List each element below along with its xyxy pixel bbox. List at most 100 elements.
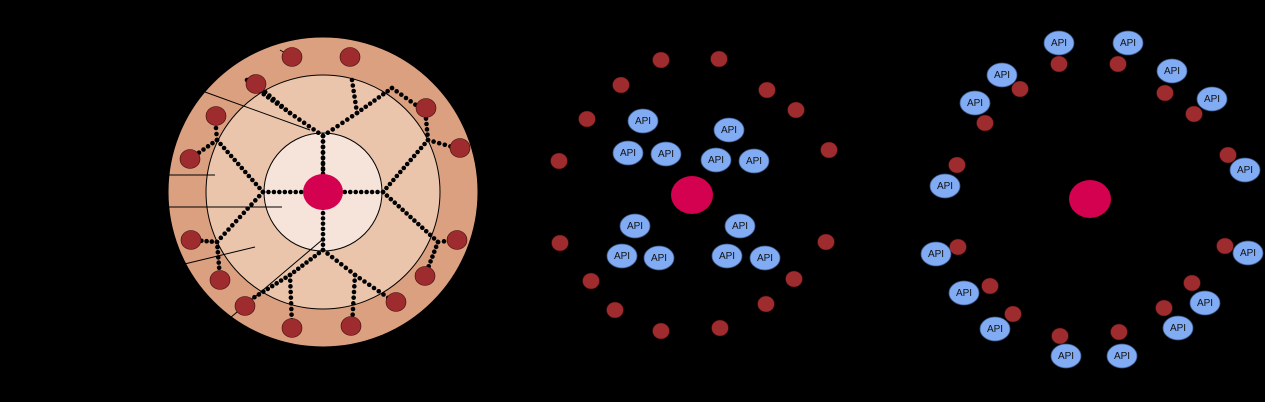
chain-bead <box>338 261 344 267</box>
api-particle: API <box>606 243 638 269</box>
chain-bead <box>260 189 266 195</box>
chain-bead <box>422 141 427 147</box>
api-particle: API <box>643 245 675 271</box>
chain-bead <box>201 147 206 152</box>
chain-bead <box>226 227 231 232</box>
api-particle-body <box>713 117 745 143</box>
api-label: API <box>1051 38 1067 49</box>
chain-bead <box>292 113 298 119</box>
chain-bead <box>392 200 398 206</box>
chain-bead <box>391 177 396 183</box>
api-label: API <box>994 70 1010 81</box>
terminal-group <box>1155 299 1173 317</box>
chain-bead <box>385 88 390 94</box>
terminal-group <box>652 51 670 69</box>
chain-bead <box>387 181 393 187</box>
chain-bead <box>320 221 326 226</box>
terminal-group <box>414 266 436 286</box>
terminal-group <box>550 152 568 170</box>
chain-bead <box>325 251 330 256</box>
api-particle: API <box>1050 343 1082 369</box>
chain-bead <box>253 198 258 203</box>
api-particle-body <box>1229 157 1261 183</box>
chain-bead <box>298 189 304 195</box>
terminal-group <box>234 296 256 316</box>
api-label: API <box>635 116 651 127</box>
api-label: API <box>719 251 735 262</box>
api-particle: API <box>920 241 952 267</box>
chain-bead <box>320 144 326 150</box>
chain-bead <box>306 123 312 129</box>
terminal-group <box>710 50 728 68</box>
api-particle: API <box>749 245 781 271</box>
chain-bead <box>218 141 223 147</box>
terminal-group <box>948 156 966 174</box>
terminal-group <box>1216 237 1234 255</box>
chain-bead <box>288 295 294 300</box>
chain-bead <box>320 133 326 139</box>
terminal-group <box>385 292 407 312</box>
api-label: API <box>987 324 1003 335</box>
chain-bead <box>308 257 313 262</box>
chain-bead <box>389 85 395 91</box>
chain-bead <box>291 269 297 275</box>
chain-bead <box>252 294 257 300</box>
api-particle: API <box>700 147 732 173</box>
chain-bead <box>320 155 326 160</box>
chain-bead <box>325 130 331 136</box>
chain-bead <box>352 272 358 278</box>
chain-bead <box>288 284 293 289</box>
chain-bead <box>436 140 442 146</box>
terminal-group <box>1050 55 1068 73</box>
chain-bead <box>304 260 309 265</box>
chain-bead <box>357 275 363 281</box>
chain-bead <box>301 120 307 126</box>
chain-bead <box>408 214 413 220</box>
chain-bead <box>401 165 407 171</box>
chain-bead <box>342 189 348 195</box>
terminal-group <box>179 149 201 169</box>
api-label: API <box>627 221 643 232</box>
surface-groups <box>550 50 838 340</box>
api-particle: API <box>1112 30 1144 56</box>
chain-bead <box>228 153 234 159</box>
chain-bead <box>350 312 355 317</box>
chain-bead <box>235 161 241 167</box>
api-label: API <box>757 253 773 264</box>
terminal-group <box>1156 84 1174 102</box>
chain-bead <box>289 306 294 312</box>
api-particle-body <box>749 245 781 271</box>
terminal-group <box>1185 105 1203 123</box>
api-particle: API <box>619 213 651 239</box>
terminal-group <box>711 319 729 337</box>
api-label: API <box>1240 248 1256 259</box>
chain-bead <box>320 149 326 155</box>
terminal-group <box>817 233 835 251</box>
chain-bead <box>350 306 356 312</box>
terminal-group <box>1110 323 1128 341</box>
api-label: API <box>937 181 953 192</box>
chain-bead <box>216 265 222 271</box>
api-particle: API <box>1162 315 1194 341</box>
chain-bead <box>380 189 386 195</box>
chain-bead <box>349 77 355 83</box>
terminal-group <box>446 230 468 250</box>
chain-bead <box>396 203 402 209</box>
chain-bead <box>320 247 326 253</box>
chain-bead <box>250 177 255 183</box>
terminal-group <box>606 301 624 319</box>
chain-bead <box>349 113 355 119</box>
chain-bead <box>312 253 318 259</box>
api-particle-body <box>1112 30 1144 56</box>
terminal-group <box>1004 305 1022 323</box>
chain-bead <box>351 295 356 300</box>
terminal-group <box>785 270 803 288</box>
chain-bead <box>243 169 248 175</box>
api-label: API <box>928 249 944 260</box>
api-label: API <box>658 149 674 160</box>
api-label: API <box>1237 165 1253 176</box>
chain-bead <box>320 226 326 232</box>
chain-bead <box>400 207 405 213</box>
chain-bead <box>300 263 305 268</box>
